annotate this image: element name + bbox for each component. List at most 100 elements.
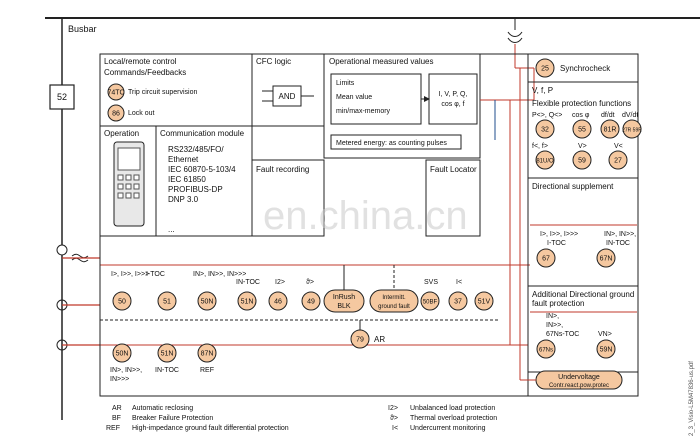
svg-text:...: ... (168, 225, 175, 234)
right-wiring (494, 68, 637, 381)
svg-text:Mean value: Mean value (336, 94, 372, 101)
operational-title: Operational measured values (329, 57, 434, 66)
flex-node-81uo (535, 150, 555, 170)
synchrocheck-node (535, 58, 555, 78)
feeder: 52 (49, 18, 530, 420)
node-37 (448, 291, 468, 311)
node-51 (157, 291, 177, 311)
node-51v (474, 291, 494, 311)
legend: AR Automatic reclosing BF Breaker Failur… (106, 405, 497, 432)
node-50n-lower (112, 343, 132, 363)
directional-title: Directional supplement (532, 182, 614, 191)
svg-text:Thermal overload protection: Thermal overload protection (410, 415, 497, 422)
svg-text:f<, f>: f<, f> (532, 143, 548, 150)
svg-text:46: 46 (274, 299, 282, 306)
svg-text:dV/dt: dV/dt (622, 112, 638, 119)
svg-text:49: 49 (307, 299, 315, 306)
node-51n-lower (157, 343, 177, 363)
svg-text:I-TOC: I-TOC (547, 240, 566, 247)
busbar-label: Busbar (68, 24, 97, 34)
svg-text:I2>: I2> (275, 279, 285, 286)
vt-symbol (71, 253, 89, 263)
svg-text:Breaker Failure Protection: Breaker Failure Protection (132, 415, 213, 422)
svg-text:Ethernet: Ethernet (168, 155, 199, 164)
svg-text:df/dt: df/dt (601, 112, 615, 119)
lockout-label: Lock out (128, 110, 155, 117)
flex-node-32 (535, 119, 555, 139)
svg-text:50N: 50N (116, 351, 129, 358)
ct-1 (56, 244, 68, 256)
svg-text:I>, I>>, I>>>: I>, I>>, I>>> (540, 231, 578, 238)
flex-node-27 (608, 150, 628, 170)
svg-text:Undercurrent monitoring: Undercurrent monitoring (410, 425, 486, 432)
panel-directional-supplement: Directional supplement I>, I>>, I>>> I-T… (527, 177, 639, 287)
svg-text:50N: 50N (201, 299, 214, 306)
svg-text:AR: AR (112, 405, 122, 412)
dir-node-59n (596, 339, 616, 359)
svg-text:I-TOC: I-TOC (146, 271, 165, 278)
svg-text:SVS: SVS (424, 279, 438, 286)
svg-text:79: 79 (356, 337, 364, 344)
watermark: en.china.cn (263, 194, 468, 238)
svg-text:IN-TOC: IN-TOC (606, 240, 630, 247)
svg-text:AND: AND (279, 92, 296, 101)
lower-protection: I>, I>>, I>>> I-TOC IN>, IN>>, IN>>> IN-… (100, 265, 500, 349)
node-50n (197, 291, 217, 311)
flex-node-81r (600, 119, 620, 139)
svg-text:I>, I>>, I>>>: I>, I>>, I>>> (111, 271, 149, 278)
svg-text:Metered energy: as counting pu: Metered energy: as counting pulses (336, 140, 447, 147)
svg-text:ϑ>: ϑ> (306, 279, 314, 286)
svg-text:27: 27 (614, 158, 622, 165)
svg-text:REF: REF (106, 425, 120, 432)
fault-locator-title: Fault Locator (430, 165, 477, 174)
lockout-node (107, 104, 125, 122)
synchrocheck-label: Synchrocheck (560, 64, 611, 73)
svg-text:REF: REF (200, 367, 214, 374)
svg-text:Automatic reclosing: Automatic reclosing (132, 405, 193, 412)
vfp-title: V, f, P (532, 86, 553, 95)
sync-vt (507, 18, 534, 69)
svg-text:86: 86 (112, 111, 120, 118)
svg-text:IN>,: IN>, (546, 313, 559, 320)
trip-circuit-label: Trip circuit supervision (128, 89, 197, 96)
node-50bf (420, 291, 440, 311)
svg-text:59: 59 (578, 158, 586, 165)
svg-text:25: 25 (541, 66, 549, 73)
svg-text:74TC: 74TC (107, 90, 124, 97)
svg-text:Intermitt.: Intermitt. (382, 295, 406, 301)
svg-text:IN>>>: IN>>> (110, 376, 129, 383)
commands-feedbacks: Commands/Feedbacks (104, 68, 186, 77)
svg-text:87N: 87N (201, 351, 214, 358)
comm-title: Communication module (160, 129, 245, 138)
svg-text:IN-TOC: IN-TOC (155, 367, 179, 374)
svg-text:BLK: BLK (337, 303, 351, 310)
svg-text:67N: 67N (600, 256, 613, 263)
panel-cfc: CFC logic AND (251, 53, 325, 127)
svg-text:51N: 51N (241, 299, 254, 306)
flex-node-55 (572, 119, 592, 139)
svg-text:cos φ: cos φ (572, 112, 590, 119)
busbar: Busbar (45, 17, 700, 34)
fault-recording-title: Fault recording (256, 165, 309, 174)
device-display (117, 147, 141, 171)
ar-label: AR (374, 335, 385, 344)
metered-energy-box (330, 134, 462, 150)
svg-text:ϑ>: ϑ> (390, 415, 398, 422)
svg-text:IN>>,: IN>>, (546, 322, 563, 329)
panel-local-remote: Local/remote control Commands/Feedbacks … (99, 53, 253, 127)
svg-text:50BF: 50BF (423, 300, 438, 306)
svg-text:I<: I< (392, 425, 398, 432)
panel-operational: Operational measured values Limits Mean … (323, 53, 481, 159)
svg-text:67Ns-TOC: 67Ns-TOC (546, 331, 579, 338)
svg-text:BF: BF (112, 415, 121, 422)
svg-text:P<>, Q<>: P<>, Q<> (532, 112, 562, 119)
svg-text:IEC 60870-5-103/4: IEC 60870-5-103/4 (168, 165, 236, 174)
svg-text:Additional Directional ground: Additional Directional ground (532, 290, 634, 299)
svg-text:51V: 51V (478, 299, 491, 306)
flex-node-59 (572, 150, 592, 170)
synchrocheck: 25 Synchrocheck (480, 58, 611, 101)
svg-text:I2>: I2> (388, 405, 398, 412)
flexible-title: Flexible protection functions (532, 99, 631, 108)
measure-readout-box (428, 73, 478, 125)
